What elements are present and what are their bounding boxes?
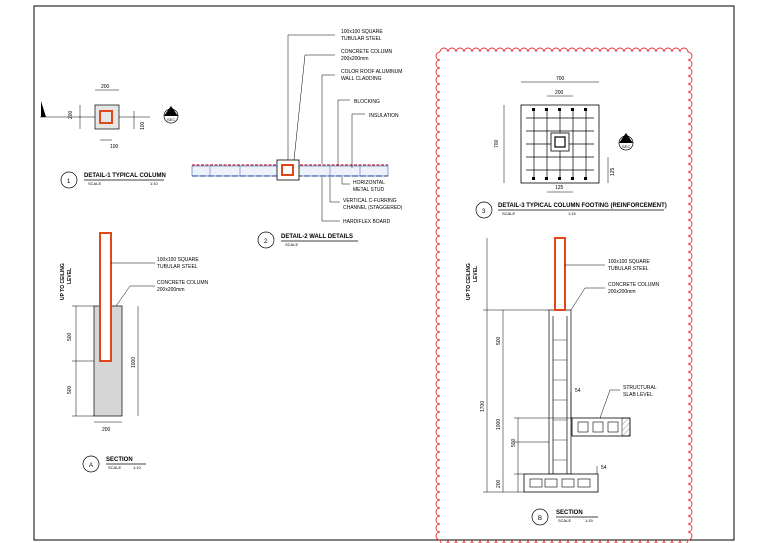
svg-text:SEC: SEC [167, 117, 175, 122]
sec-b-dim-200: 200 [496, 479, 502, 488]
sec-b-tubular-2: TUBULAR STEEL [608, 266, 649, 272]
d2-label-insulation: INSULATION [369, 113, 399, 119]
detail-2-wall-details: 100x100 SQUARE TUBULAR STEEL CONCRETE CO… [191, 29, 403, 249]
sec-a-vertical-2: LEVEL [67, 268, 73, 284]
sec-b-concrete [548, 309, 572, 475]
sec-b-dim-54-bottom: 54 [601, 465, 607, 471]
d1-scale-label: SCALE [88, 181, 101, 186]
d2-label-concrete-1: CONCRETE COLUMN [341, 49, 393, 55]
d2-label-stud-2: METAL STUD [353, 187, 385, 193]
d1-dim-top: 200 [101, 84, 110, 90]
d3-number: 3 [482, 209, 486, 215]
d3-dim-right: 125 [610, 167, 616, 176]
sec-a-concrete-2: 200x200mm [157, 287, 185, 293]
d2-label-blocking: BLOCKING [354, 99, 380, 105]
d1-number: 1 [67, 179, 71, 185]
sec-b-concrete-2: 200x200mm [608, 289, 636, 295]
sec-a-bubble [82, 455, 100, 473]
d2-title: DETAIL-2 WALL DETAILS [281, 234, 353, 240]
d3-scale-label: SCALE [502, 211, 515, 216]
sec-b-dim-500: 500 [496, 336, 502, 345]
sec-b-dim-54-top: 54 [575, 388, 581, 394]
sec-b-slab [571, 417, 631, 437]
sec-b-vertical-2: LEVEL [473, 266, 479, 282]
sec-a-dim-1000: 1000 [131, 357, 137, 368]
d1-dim-left: 200 [68, 110, 74, 119]
wall-tubular-steel [281, 164, 294, 176]
sec-b-slab-2: SLAB LEVEL [623, 392, 653, 398]
d1-number-bubble [60, 171, 78, 189]
sec-b-bubble [531, 508, 549, 526]
d1-dim-bottom: 100 [110, 144, 119, 150]
sec-a-dim-200: 200 [102, 427, 111, 433]
sec-b-tubular-steel [554, 237, 566, 311]
d1-scale-value: 1:10 [150, 181, 159, 186]
sec-a-scale-label: SCALE [108, 465, 121, 470]
d2-scale-label: SCALE [285, 242, 298, 247]
sec-a-tubular-steel [99, 232, 112, 362]
d2-label-furring-2: CHANNEL (STAGGERED) [343, 205, 403, 211]
sec-a-dim-500-top: 500 [67, 332, 73, 341]
sheet-border [33, 5, 735, 541]
sec-b-slab-1: STRUCTURAL [623, 385, 657, 391]
revision-cloud [435, 47, 693, 543]
d3-dim-top-inner: 200 [555, 90, 564, 96]
sec-b-scale-label: SCALE [558, 518, 571, 523]
sec-a-scale-value: 1:10 [133, 465, 142, 470]
d1-title: DETAIL-1 TYPICAL COLUMN [84, 173, 166, 179]
sec-a-letter: A [89, 463, 93, 469]
d3-title: DETAIL-3 TYPICAL COLUMN FOOTING (REINFOR… [498, 203, 667, 209]
d2-label-concrete-2: 200x200mm [341, 56, 369, 62]
svg-text:A: A [169, 112, 173, 118]
concrete-column-plan [94, 104, 120, 130]
d3-dim-bottom: 125 [555, 185, 564, 191]
svg-text:B: B [624, 139, 628, 145]
d2-label-cladding-2: WALL CLADDING [341, 76, 382, 82]
section-marker-b[interactable]: B SEC [618, 133, 634, 151]
sec-b-letter: B [538, 516, 542, 522]
sec-b-concrete-1: CONCRETE COLUMN [608, 282, 660, 288]
d3-scale-value: 1:15 [568, 211, 577, 216]
sec-a-title: SECTION [106, 457, 133, 463]
d3-dim-top-outer: 700 [556, 76, 565, 82]
section-marker-a[interactable]: A SEC [163, 106, 179, 124]
sec-b-dim-1700: 1700 [480, 401, 486, 412]
detail-3-footing-plan: 700 200 700 125 125 B SEC 3 DETAIL-3 TYP… [475, 76, 667, 219]
d2-label-furring-1: VERTICAL C-FURRING [343, 198, 397, 204]
d3-number-bubble [475, 201, 493, 219]
section-b: UP TO CEILING LEVEL 500 1700 1000 500 20… [466, 237, 660, 526]
d3-dim-left: 700 [494, 139, 500, 148]
sec-b-tubular-1: 100x100 SQUARE [608, 259, 650, 265]
sec-a-vertical-1: UP TO CEILING [60, 263, 66, 300]
wall-concrete-column [276, 159, 300, 181]
sec-a-dim-500-bottom: 500 [67, 385, 73, 394]
svg-text:SEC: SEC [622, 144, 630, 149]
sec-b-vertical-1: UP TO CEILING [466, 263, 472, 300]
sec-b-scale-value: 1:15 [585, 518, 594, 523]
d2-label-tubular-2: TUBULAR STEEL [341, 36, 382, 42]
tubular-steel-plan [99, 110, 113, 124]
sec-a-concrete-1: CONCRETE COLUMN [157, 280, 209, 286]
footing-column [550, 132, 570, 152]
d1-dim-right: 100 [140, 121, 146, 130]
sec-b-dim-1000: 1000 [496, 419, 502, 430]
d2-number-bubble [257, 231, 275, 249]
d2-label-cladding-1: COLOR ROOF ALUMINUM [341, 69, 402, 75]
d2-label-stud-1: HORIZONTAL [353, 180, 385, 186]
sec-b-title: SECTION [556, 510, 583, 516]
sec-b-footing [523, 473, 599, 493]
d2-number: 2 [264, 239, 268, 245]
d2-label-hardiflex: HARDIFLEX BOARD [343, 219, 391, 225]
section-a: UP TO CEILING LEVEL 500 500 1000 200 100… [60, 232, 209, 473]
d2-label-tubular-1: 100x100 SQUARE [341, 29, 383, 35]
sec-a-tubular-2: TUBULAR STEEL [157, 264, 198, 270]
sec-b-dim-500-low: 500 [511, 438, 517, 447]
sec-a-tubular-1: 100x100 SQUARE [157, 257, 199, 263]
detail-1-typical-column: 200 200 100 100 A SEC 1 DETAIL-1 TYPICAL… [40, 84, 179, 189]
